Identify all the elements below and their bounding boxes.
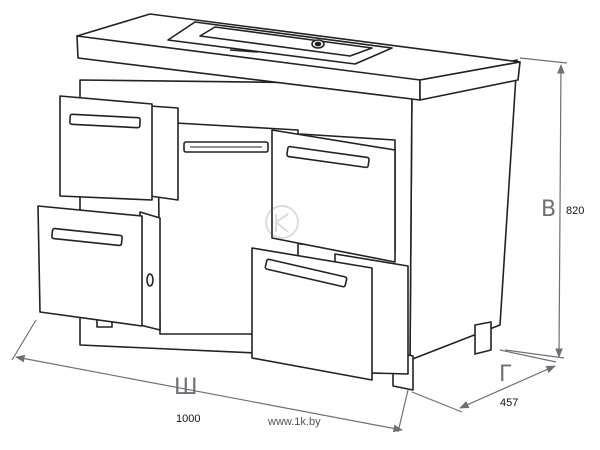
drawer-bottom-left-front — [37, 205, 143, 327]
height-dimension-line — [555, 64, 565, 358]
watermark-text: www.1k.by — [268, 416, 321, 428]
width-letter: Ш — [174, 375, 198, 400]
width-dimension-line — [15, 354, 403, 433]
drawer-top-right-handle — [286, 145, 370, 169]
vanity-cabinet — [37, 13, 521, 391]
drawer-bottom-left-interior — [139, 211, 161, 331]
height-letter: В — [541, 197, 557, 222]
depth-value: 457 — [500, 397, 519, 409]
drawer-bottom-right-handle — [264, 258, 348, 288]
leg-back-right — [474, 321, 492, 355]
watermark-logo — [265, 205, 299, 239]
drawer-top-left-handle — [69, 113, 141, 129]
dimension-lines — [11, 57, 568, 433]
depth-dimension-line — [459, 365, 556, 409]
height-value: 820 — [566, 205, 585, 217]
drawer-top-left-front — [59, 95, 153, 201]
cabinet-side-panel — [409, 59, 518, 361]
width-value: 1000 — [176, 413, 201, 425]
countertop-side-edge — [419, 61, 521, 101]
drawer-bottom-left-handle — [51, 227, 123, 247]
depth-letter: Г — [499, 362, 513, 387]
drawer-top-left-interior — [149, 105, 179, 201]
